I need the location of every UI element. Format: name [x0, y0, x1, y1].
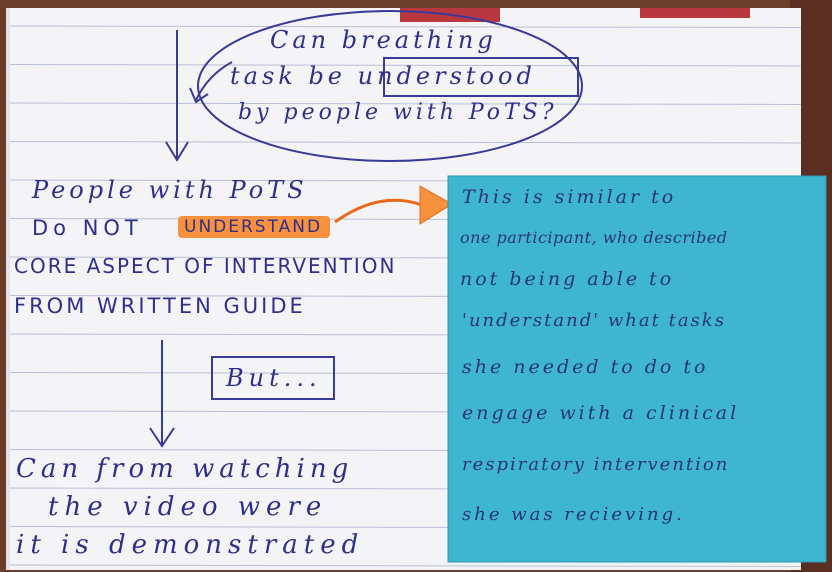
- bubble-line-2: task be understood: [230, 62, 536, 90]
- bottom-line-3: it is demonstrated: [16, 530, 365, 560]
- main-line-2-highlight: UNDERSTAND: [184, 217, 323, 237]
- red-tape-2: [640, 8, 750, 18]
- ruled-line: [5, 564, 802, 567]
- sticky-line-2: one participant, who described: [460, 228, 728, 247]
- down-arrow-top: [165, 30, 189, 162]
- ruled-line: [5, 64, 802, 67]
- main-line-2-prefix: Do NOT: [32, 216, 143, 240]
- but-text: But...: [226, 364, 322, 392]
- orange-arrow: [334, 185, 453, 225]
- sticky-note: [447, 175, 827, 563]
- sticky-line-3: not being able to: [460, 268, 675, 290]
- sticky-line-4: 'understand' what tasks: [462, 310, 726, 331]
- but-box-outline: [211, 356, 335, 400]
- bubble-line-1: Can breathing: [270, 26, 497, 54]
- bubble-line-3: by people with PoTS?: [238, 100, 558, 125]
- sticky-line-5: she needed to do to: [462, 356, 709, 378]
- sticky-line-8: she was recieving.: [462, 504, 685, 525]
- curved-arrow-bubble: [189, 61, 233, 104]
- bottom-line-1: Can from watching: [16, 454, 354, 484]
- understood-box: [383, 57, 579, 97]
- sticky-line-1: This is similar to: [462, 186, 677, 208]
- down-arrow-middle: [149, 340, 175, 448]
- thought-bubble-outline: [197, 10, 583, 162]
- main-line-3: CORE ASPECT OF INTERVENTION: [14, 254, 397, 278]
- ruled-line: [5, 25, 802, 28]
- highlight-mark: [178, 216, 330, 238]
- ruled-line: [5, 102, 802, 105]
- main-line-4: FROM WRITTEN GUIDE: [14, 294, 306, 318]
- ruled-line: [5, 141, 802, 144]
- bottom-line-2: the video were: [48, 492, 328, 522]
- main-line-1: People with PoTS: [32, 176, 308, 204]
- sticky-line-7: respiratory intervention: [462, 454, 730, 475]
- sticky-line-6: engage with a clinical: [462, 402, 740, 424]
